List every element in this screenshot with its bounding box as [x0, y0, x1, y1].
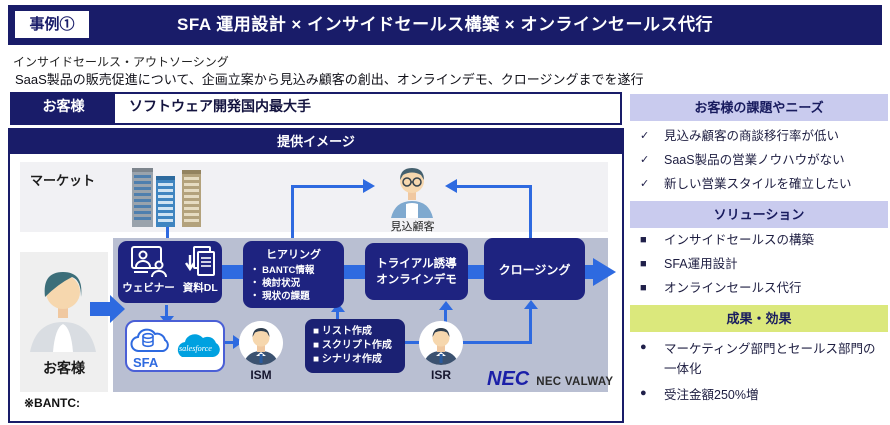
- trial-line1: トライアル誘導: [376, 257, 457, 270]
- arrow-hearing-to-prospect-line: [291, 185, 365, 188]
- task-item: リスト作成: [321, 326, 372, 337]
- customer-row-value: ソフトウェア開発国内最大手: [129, 98, 311, 114]
- isr-avatar: [419, 321, 463, 365]
- ism-label: ISM: [250, 368, 272, 382]
- customer-row-label: お客様: [12, 94, 115, 123]
- nec-logo-mark: NEC: [487, 368, 530, 390]
- arrow-customer-head: [110, 295, 125, 323]
- hearing-item: 現状の課題: [262, 291, 310, 302]
- list-item: ■オンラインセールス代行: [640, 281, 802, 295]
- list-item: ✓新しい営業スタイルを確立したい: [640, 177, 852, 191]
- header-bar: SFA 運用設計 × インサイドセールス構築 × オンラインセールス代行 事例①: [8, 5, 882, 45]
- customer-area-label: お客様: [43, 360, 85, 376]
- webinar-icon: [130, 246, 167, 277]
- arrow-closing-to-prospect-stem: [529, 185, 532, 238]
- connector-up-closing-head: [524, 300, 538, 309]
- sidebar-section-title-needs: お客様の課題やニーズ: [630, 94, 888, 121]
- sidebar-section-title-solution: ソリューション: [630, 201, 888, 228]
- arrow-sfa-ism-head: [233, 335, 243, 349]
- sfa-cloud-icon: SFA: [130, 328, 169, 369]
- trial-box: トライアル誘導 オンラインデモ: [365, 243, 468, 300]
- bantc-footnote: ※BANTC:: [24, 396, 81, 410]
- ism-avatar: [239, 321, 283, 365]
- page-title: SFA 運用設計 × インサイドセールス構築 × オンラインセールス代行: [177, 15, 713, 34]
- hearing-box: ヒアリング ・ BANTC情報 ・ 検討状況 ・ 現状の課題: [243, 241, 344, 308]
- hearing-item: BANTC情報: [262, 265, 315, 276]
- sidebar-needs-list: ✓見込み顧客の商談移行率が低い ✓SaaS製品の営業ノウハウがない ✓新しい営業…: [640, 128, 886, 200]
- circle-bullet-icon: ●: [640, 341, 647, 353]
- download-label: 資料DL: [182, 282, 218, 294]
- closing-box: クロージング: [484, 238, 585, 300]
- subtitle: インサイドセールス・アウトソーシング: [13, 55, 229, 69]
- case-badge: 事例①: [15, 11, 89, 38]
- arrow-hearing-to-prospect-stem: [291, 185, 294, 241]
- square-bullet-icon: ■: [640, 258, 647, 270]
- sidebar-solution-list: ■インサイドセールスの構築 ■SFA運用設計 ■オンラインセールス代行: [640, 232, 886, 304]
- arrow-closing-to-prospect-head: [445, 179, 457, 193]
- buildings-icon: [132, 168, 201, 227]
- arrow-sfa-ism-stem: [225, 341, 235, 344]
- customer-row: お客様 ソフトウェア開発国内最大手: [10, 92, 622, 125]
- arrow-tasks-hearing-head: [331, 303, 345, 312]
- check-icon: ✓: [640, 130, 650, 142]
- salesforce-logo: salesforce: [177, 334, 220, 357]
- flow-arrow-head: [593, 258, 616, 286]
- connector-buildings-webinar: [166, 227, 169, 242]
- nec-company-name: NEC VALWAY: [536, 376, 614, 388]
- sidebar-section-title-results: 成果・効果: [630, 305, 888, 332]
- check-icon: ✓: [640, 178, 650, 190]
- sfa-label-glyph: SFA: [133, 355, 159, 369]
- tasks-box: ■ リスト作成 ■ スクリプト作成 ■ シナリオ作成: [305, 319, 405, 373]
- description: SaaS製品の販売促進について、企画立案から見込み顧客の創出、オンラインデモ、ク…: [15, 72, 644, 87]
- arrow-closing-to-prospect-line: [457, 185, 532, 188]
- check-icon: ✓: [640, 154, 650, 166]
- arrow-hearing-to-prospect-head: [363, 179, 375, 193]
- arrow-isr-trial-stem: [444, 309, 447, 322]
- salesforce-label-glyph: salesforce: [179, 344, 212, 353]
- list-item: ✓SaaS製品の営業ノウハウがない: [640, 153, 845, 167]
- market-area: [20, 162, 608, 232]
- connector-up-closing-stem: [529, 308, 532, 344]
- hearing-item: 検討状況: [262, 278, 301, 289]
- square-bullet-icon: ■: [640, 234, 647, 246]
- arrow-isr-trial-head: [439, 301, 453, 310]
- webinar-label: ウェビナー: [122, 282, 175, 294]
- task-item: スクリプト作成: [321, 340, 392, 351]
- arrow-webinar-sfa-stem: [165, 305, 168, 316]
- list-item: ■インサイドセールスの構築: [640, 233, 815, 247]
- diagram-panel: 提供イメージ マーケット: [8, 128, 624, 423]
- list-item: ●受注金額250%増: [640, 385, 886, 405]
- sidebar-results-list: ●マーケティング部門とセールス部門の一体化 ●受注金額250%増: [640, 339, 886, 411]
- document-download-icon: [185, 246, 216, 276]
- isr-label: ISR: [430, 368, 451, 382]
- list-item: ■SFA運用設計: [640, 257, 738, 271]
- market-label: マーケット: [30, 173, 96, 188]
- nec-valway-logo: NEC NEC VALWAY: [487, 368, 613, 391]
- list-item: ✓見込み顧客の商談移行率が低い: [640, 129, 840, 143]
- hearing-title: ヒアリング: [266, 249, 321, 261]
- circle-bullet-icon: ●: [640, 387, 647, 399]
- diagram-title: 提供イメージ: [10, 130, 622, 154]
- list-item: ●マーケティング部門とセールス部門の一体化: [640, 339, 886, 379]
- customer-avatar: [30, 272, 96, 352]
- connector-tasks-isr-line: [405, 341, 532, 344]
- webinar-box: ウェビナー 資料DL: [118, 241, 222, 303]
- prospect-avatar: [391, 168, 433, 218]
- trial-line2: オンラインデモ: [376, 273, 457, 286]
- prospect-label: 見込顧客: [390, 221, 435, 233]
- arrow-tasks-hearing-stem: [336, 311, 339, 320]
- square-bullet-icon: ■: [640, 282, 647, 294]
- arrow-customer-shaft: [90, 302, 110, 316]
- task-item: シナリオ作成: [321, 354, 382, 365]
- sfa-salesforce-box: SFA salesforce: [125, 320, 225, 372]
